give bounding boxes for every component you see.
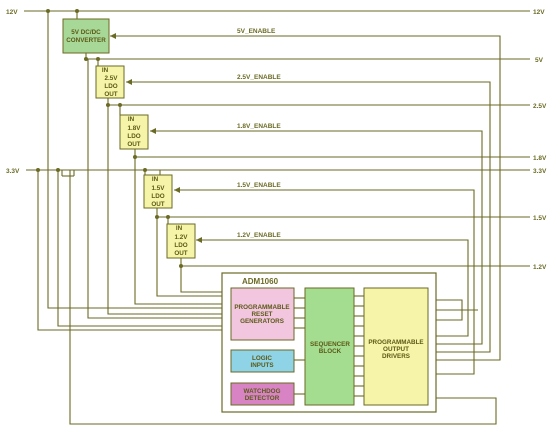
ldo-1v2-in: IN: [176, 225, 183, 232]
sequencer-line1: SEQUENCER: [310, 341, 350, 348]
rail-label-1v5: 1.5V: [533, 215, 547, 222]
watchdog-line2: DETECTOR: [245, 395, 280, 402]
ldo-1v2-ldo: LDO: [174, 242, 187, 249]
enable-label-1v8: 1.8V_ENABLE: [237, 123, 281, 130]
junction-dots: [36, 9, 183, 268]
rail-label-5v: 5V: [535, 57, 544, 64]
reset-line2: RESET: [252, 311, 273, 318]
rail-wires: [24, 10, 530, 267]
ldo-1v5-voltage: 1.5V: [152, 185, 166, 192]
logic-inputs-block: [230, 349, 295, 373]
ldo-1v8: IN 1.8V LDO OUT: [119, 114, 149, 150]
enable-wires: [110, 35, 501, 375]
chip-title: ADM1060: [242, 277, 279, 286]
rail-label-3v3-right: 3.3V: [533, 168, 547, 175]
ldo-1v2-voltage: 1.2V: [175, 234, 189, 241]
dcdc-converter: 5V DC/DC CONVERTER: [62, 18, 110, 54]
enable-label-5v: 5V_ENABLE: [237, 28, 276, 35]
adm1060-chip: ADM1060 PROGRAMMABLE RESET GENERATORS LO…: [221, 272, 437, 413]
ldo-1v2: IN 1.2V LDO OUT: [166, 223, 196, 259]
logic-line1: LOGIC: [252, 355, 272, 362]
ldo-1v8-out: OUT: [127, 141, 140, 148]
ldo-1v5-in: IN: [152, 176, 159, 183]
rail-label-2v5: 2.5V: [533, 103, 547, 110]
ldo-1v8-voltage: 1.8V: [128, 125, 142, 132]
enable-label-1v5: 1.5V_ENABLE: [237, 182, 281, 189]
logic-line2: INPUTS: [250, 362, 273, 369]
converter-line1: 5V DC/DC: [71, 29, 101, 36]
switch-symbol: [61, 170, 75, 177]
converter-line2: CONVERTER: [66, 37, 106, 44]
ldo-2v5-out: OUT: [104, 91, 117, 98]
rail-label-12v-left: 12V: [6, 9, 18, 16]
internal-bus-lines: [294, 295, 364, 397]
enable-label-1v2: 1.2V_ENABLE: [237, 232, 281, 239]
ldo-1v8-ldo: LDO: [127, 133, 140, 140]
ldo-2v5: IN 2.5V LDO OUT: [95, 65, 125, 99]
drivers-line3: DRIVERS: [382, 353, 410, 360]
ldo-2v5-ldo: LDO: [104, 83, 117, 90]
reset-generators-block: [230, 287, 295, 341]
rail-label-1v8: 1.8V: [533, 155, 547, 162]
watchdog-line1: WATCHDOG: [244, 388, 281, 395]
rail-label-1v2: 1.2V: [533, 264, 547, 271]
drivers-line1: PROGRAMMABLE: [368, 339, 423, 346]
ldo-2v5-in: IN: [102, 67, 109, 74]
ldo-1v2-out: OUT: [174, 250, 187, 257]
reset-line1: PROGRAMMABLE: [234, 304, 289, 311]
ldo-1v8-in: IN: [128, 116, 135, 123]
rail-label-12v-right: 12V: [533, 9, 545, 16]
enable-label-2v5: 2.5V_ENABLE: [237, 74, 281, 81]
ldo-1v5: IN 1.5V LDO OUT: [143, 174, 173, 209]
ldo-2v5-voltage: 2.5V: [105, 75, 119, 82]
sequencer-block: [304, 287, 355, 406]
sequencer-line2: BLOCK: [319, 348, 342, 355]
ldo-1v5-ldo: LDO: [151, 193, 164, 200]
ldo-1v5-out: OUT: [151, 201, 164, 208]
rail-label-3v3-left: 3.3V: [6, 168, 20, 175]
reset-line3: GENERATORS: [240, 318, 284, 325]
drivers-line2: OUTPUT: [383, 346, 409, 353]
enable-arrows: [110, 33, 202, 243]
